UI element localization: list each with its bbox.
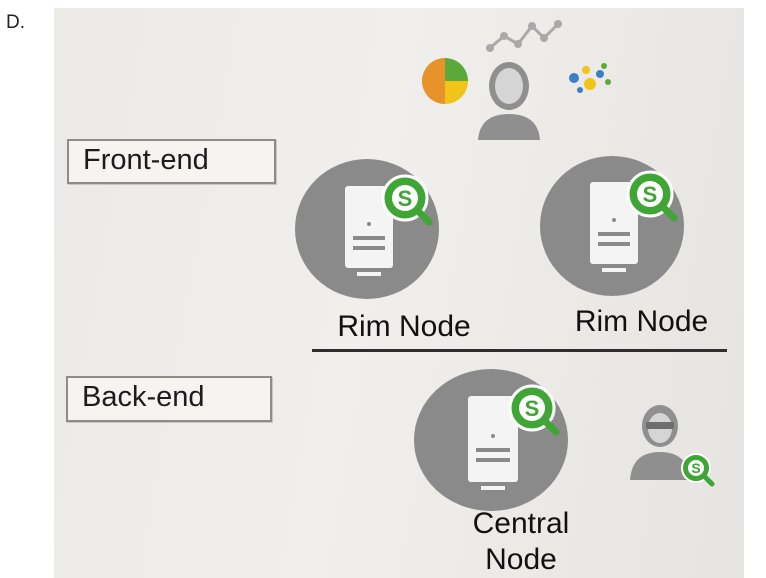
- rim-node-1-label: Rim Node: [337, 310, 471, 343]
- user-icon: [478, 62, 540, 140]
- tier-divider: [312, 349, 727, 352]
- line-chart-icon: [486, 20, 562, 52]
- server-icon: [345, 186, 393, 276]
- rim-node-2-server: S: [540, 156, 684, 296]
- architecture-diagram: Front-end Back-end S: [54, 8, 744, 578]
- server-icon: [590, 182, 638, 272]
- svg-text:S: S: [525, 396, 540, 421]
- pie-chart-icon: [422, 58, 468, 104]
- option-letter: D.: [6, 12, 25, 33]
- qlik-badge-icon: S: [681, 453, 715, 487]
- svg-text:S: S: [643, 182, 658, 207]
- rim-node-1-server: S: [295, 159, 439, 299]
- rim-node-2-label: Rim Node: [574, 305, 709, 338]
- qlik-badge-icon: S: [381, 174, 433, 226]
- central-node-label: Central Node: [428, 506, 614, 578]
- front-end-label: Front-end: [67, 139, 276, 184]
- qlik-badge-icon: S: [626, 170, 678, 222]
- scatter-icon: [569, 63, 611, 93]
- svg-text:S: S: [691, 460, 700, 476]
- qlik-badge-icon: S: [508, 384, 560, 436]
- back-end-label: Back-end: [66, 376, 272, 422]
- central-node-server: S: [414, 369, 568, 511]
- admin-icon: S: [630, 405, 715, 487]
- central-node-label-line2: Node: [485, 543, 557, 576]
- server-icon: [468, 396, 518, 490]
- central-node-label-line1: Central: [472, 507, 570, 540]
- svg-text:S: S: [398, 186, 413, 211]
